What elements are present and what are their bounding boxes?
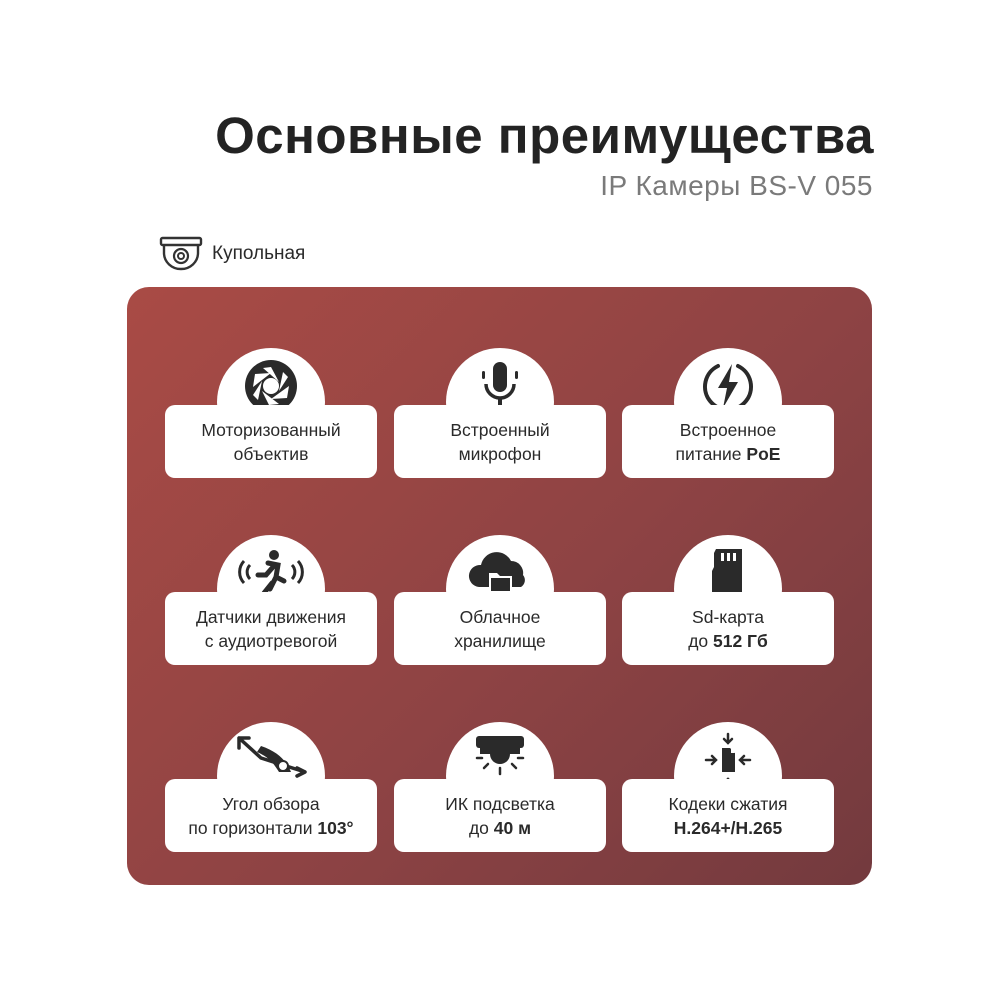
feature-label: Угол обзора по горизонтали 103°	[165, 779, 377, 852]
sd-card-icon	[700, 545, 756, 643]
feature-line2-bold: 40 м	[493, 817, 532, 838]
feature-card: Кодеки сжатия H.264+/H.265	[622, 722, 834, 852]
feature-line2-text: хранилище	[454, 630, 546, 651]
feature-card: Датчики движения с аудиотревогой	[165, 535, 377, 665]
view-angle-icon	[231, 732, 311, 830]
camera-type: Купольная	[158, 236, 305, 272]
ir-light-icon	[468, 732, 532, 830]
feature-line2: питание PoE	[676, 442, 781, 466]
feature-line2-text: питание	[675, 443, 747, 464]
feature-line1: Кодеки сжатия	[668, 793, 788, 814]
feature-line1: ИК подсветка	[445, 793, 555, 814]
feature-line2-text: микрофон	[458, 443, 542, 464]
feature-card: ИК подсветка до 40 м	[394, 722, 606, 852]
feature-label: Встроенный микрофон	[394, 405, 606, 478]
cloud-folder-icon	[465, 545, 535, 643]
dome-camera-icon	[158, 236, 204, 272]
feature-card: Встроенное питание PoE	[622, 348, 834, 478]
feature-line1: Облачное	[459, 606, 541, 627]
feature-card: Облачное хранилище	[394, 535, 606, 665]
feature-card: Sd-карта до 512 Гб	[622, 535, 834, 665]
aperture-icon	[243, 358, 299, 456]
feature-line2: по горизонтали 103°	[188, 816, 353, 840]
feature-line2: с аудиотревогой	[205, 629, 337, 653]
camera-type-label: Купольная	[212, 243, 306, 264]
feature-line2-text: объектив	[233, 443, 309, 464]
feature-line2-bold: 103°	[317, 817, 354, 838]
feature-line2: хранилище	[454, 629, 546, 653]
page-title: Основные преимущества	[215, 107, 874, 164]
feature-line2-bold: H.264+/H.265	[673, 817, 783, 838]
feature-label: Встроенное питание PoE	[622, 405, 834, 478]
feature-card: Моторизованный объектив	[165, 348, 377, 478]
feature-line2-text: с аудиотревогой	[204, 630, 338, 651]
feature-line1: Моторизованный	[201, 419, 341, 440]
feature-line2: до 40 м	[469, 816, 531, 840]
feature-line1: Датчики движения	[195, 606, 347, 627]
features-panel: Моторизованный объектив Встроенный микро…	[127, 287, 872, 885]
feature-card: Встроенный микрофон	[394, 348, 606, 478]
feature-card: Угол обзора по горизонтали 103°	[165, 722, 377, 852]
feature-line1: Угол обзора	[222, 793, 320, 814]
feature-line2-bold: PoE	[746, 443, 781, 464]
feature-line2-text: по горизонтали	[188, 817, 318, 838]
feature-line1: Sd-карта	[692, 606, 764, 627]
feature-line2-text: до	[468, 817, 494, 838]
feature-line2: H.264+/H.265	[674, 816, 782, 840]
feature-line1: Встроенное	[679, 419, 777, 440]
feature-line1: Встроенный	[450, 419, 550, 440]
feature-line2-bold: 512 Гб	[713, 630, 768, 651]
feature-label: ИК подсветка до 40 м	[394, 779, 606, 852]
feature-label: Кодеки сжатия H.264+/H.265	[622, 779, 834, 852]
page-subtitle: IP Камеры BS-V 055	[600, 170, 873, 201]
feature-label: Облачное хранилище	[394, 592, 606, 665]
feature-line2: объектив	[234, 442, 309, 466]
feature-line2: до 512 Гб	[688, 629, 768, 653]
feature-label: Моторизованный объектив	[165, 405, 377, 478]
feature-line2: микрофон	[459, 442, 542, 466]
feature-label: Sd-карта до 512 Гб	[622, 592, 834, 665]
feature-label: Датчики движения с аудиотревогой	[165, 592, 377, 665]
motion-sensor-icon	[238, 545, 304, 643]
feature-line2-text: до	[688, 630, 713, 651]
